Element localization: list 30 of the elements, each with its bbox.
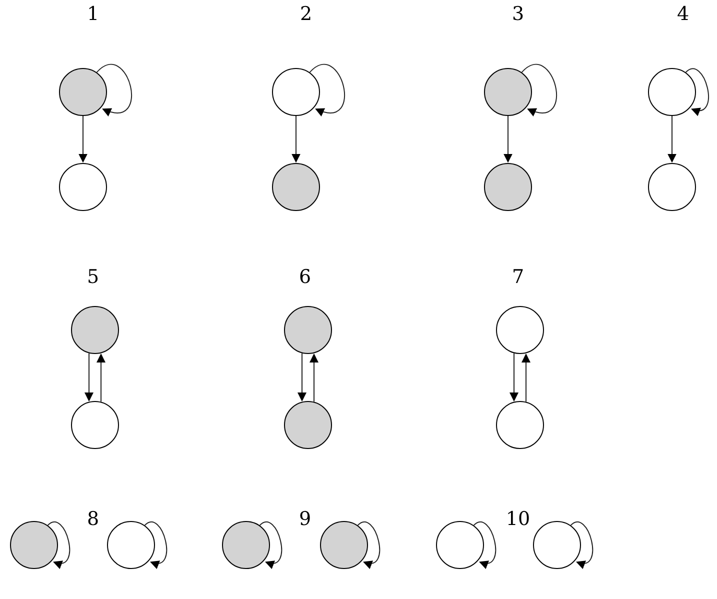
self-loop-arrow — [144, 522, 168, 568]
arrow — [510, 352, 518, 402]
self-loop-arrow — [47, 522, 70, 568]
graph-number: 7 — [512, 268, 524, 287]
arrow — [84, 352, 94, 402]
arrow — [78, 116, 88, 163]
graph-number: 9 — [298, 510, 312, 529]
self-loop-arrow — [357, 522, 380, 568]
graph-number: 2 — [300, 5, 312, 24]
graph-number: 4 — [676, 5, 690, 24]
self-loop-arrow — [259, 522, 282, 568]
self-loop-arrow — [521, 64, 558, 116]
self-loop-arrow — [570, 522, 594, 568]
graph-number: 5 — [86, 268, 100, 287]
graph-number: 1 — [86, 5, 100, 24]
arrow — [522, 353, 530, 402]
self-loop-arrow — [96, 64, 132, 116]
arrow — [504, 116, 512, 163]
graph-number: 3 — [512, 5, 524, 24]
self-loop-arrow — [473, 522, 496, 568]
self-loop-arrow — [685, 68, 709, 116]
self-loop-arrow — [309, 64, 346, 116]
graph-number: 8 — [86, 510, 100, 529]
arrow — [298, 352, 306, 402]
arrow — [292, 116, 300, 163]
arrow — [96, 353, 106, 402]
arrow — [310, 353, 318, 402]
graph-number: 6 — [298, 268, 312, 287]
arrow — [668, 116, 676, 163]
graph-number: 10 — [506, 510, 530, 529]
